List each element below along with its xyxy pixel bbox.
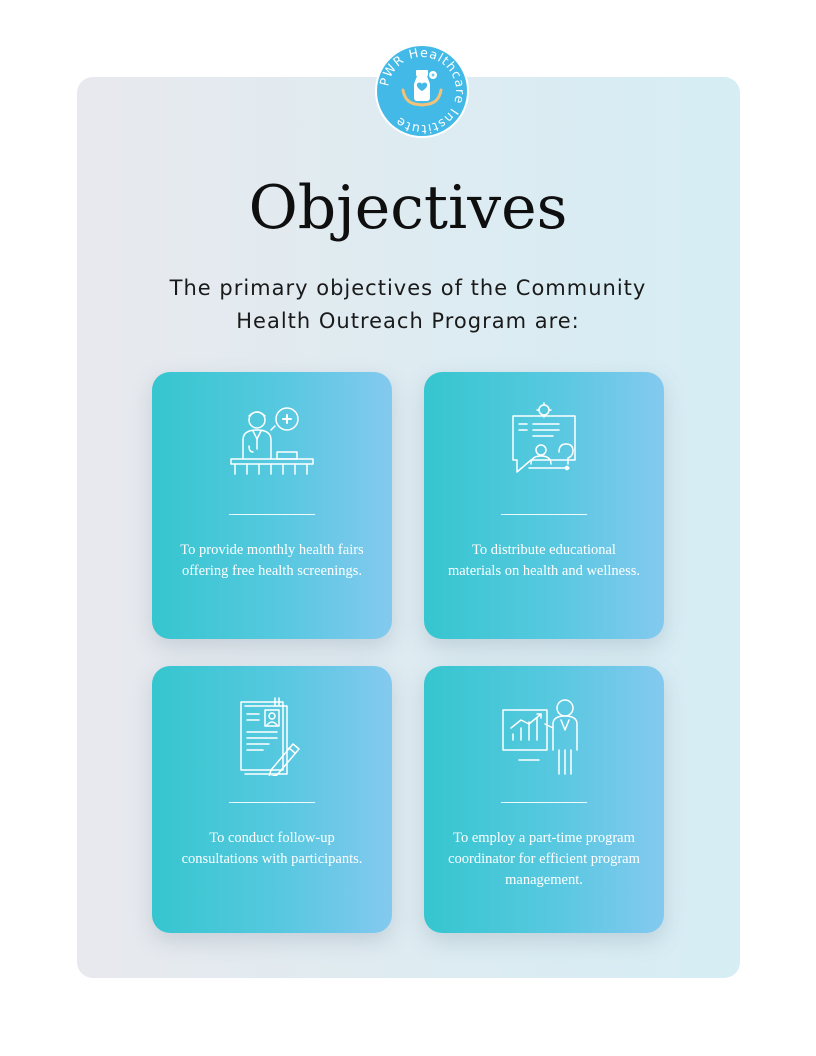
- page-subtitle: The primary objectives of the Community …: [169, 276, 647, 333]
- logo-badge: PWR Healthcare Institute: [375, 44, 469, 138]
- healthcare-hands-icon: [401, 70, 443, 107]
- presenter-chart-icon: [502, 699, 578, 775]
- objective-card: To distribute educational materials on h…: [424, 372, 664, 639]
- objective-card: To employ a part-time program coordinato…: [424, 666, 664, 933]
- presentation-chat-icon: [512, 402, 576, 473]
- objective-text: To employ a part-time program coordinato…: [448, 830, 640, 888]
- objective-text: To conduct follow-up consultations with …: [181, 830, 363, 867]
- card-divider: [229, 514, 315, 515]
- card-divider: [229, 802, 315, 803]
- objective-text: To distribute educational materials on h…: [447, 542, 641, 579]
- objective-card: To conduct follow-up consultations with …: [152, 666, 392, 933]
- card-divider: [501, 514, 587, 515]
- card-divider: [501, 802, 587, 803]
- page-title: Objectives: [248, 173, 568, 243]
- objective-text: To provide monthly health fairs offering…: [180, 542, 364, 579]
- doctor-desk-icon: [230, 407, 314, 475]
- document-pen-icon: [240, 697, 300, 776]
- objective-card: To provide monthly health fairs offering…: [152, 372, 392, 639]
